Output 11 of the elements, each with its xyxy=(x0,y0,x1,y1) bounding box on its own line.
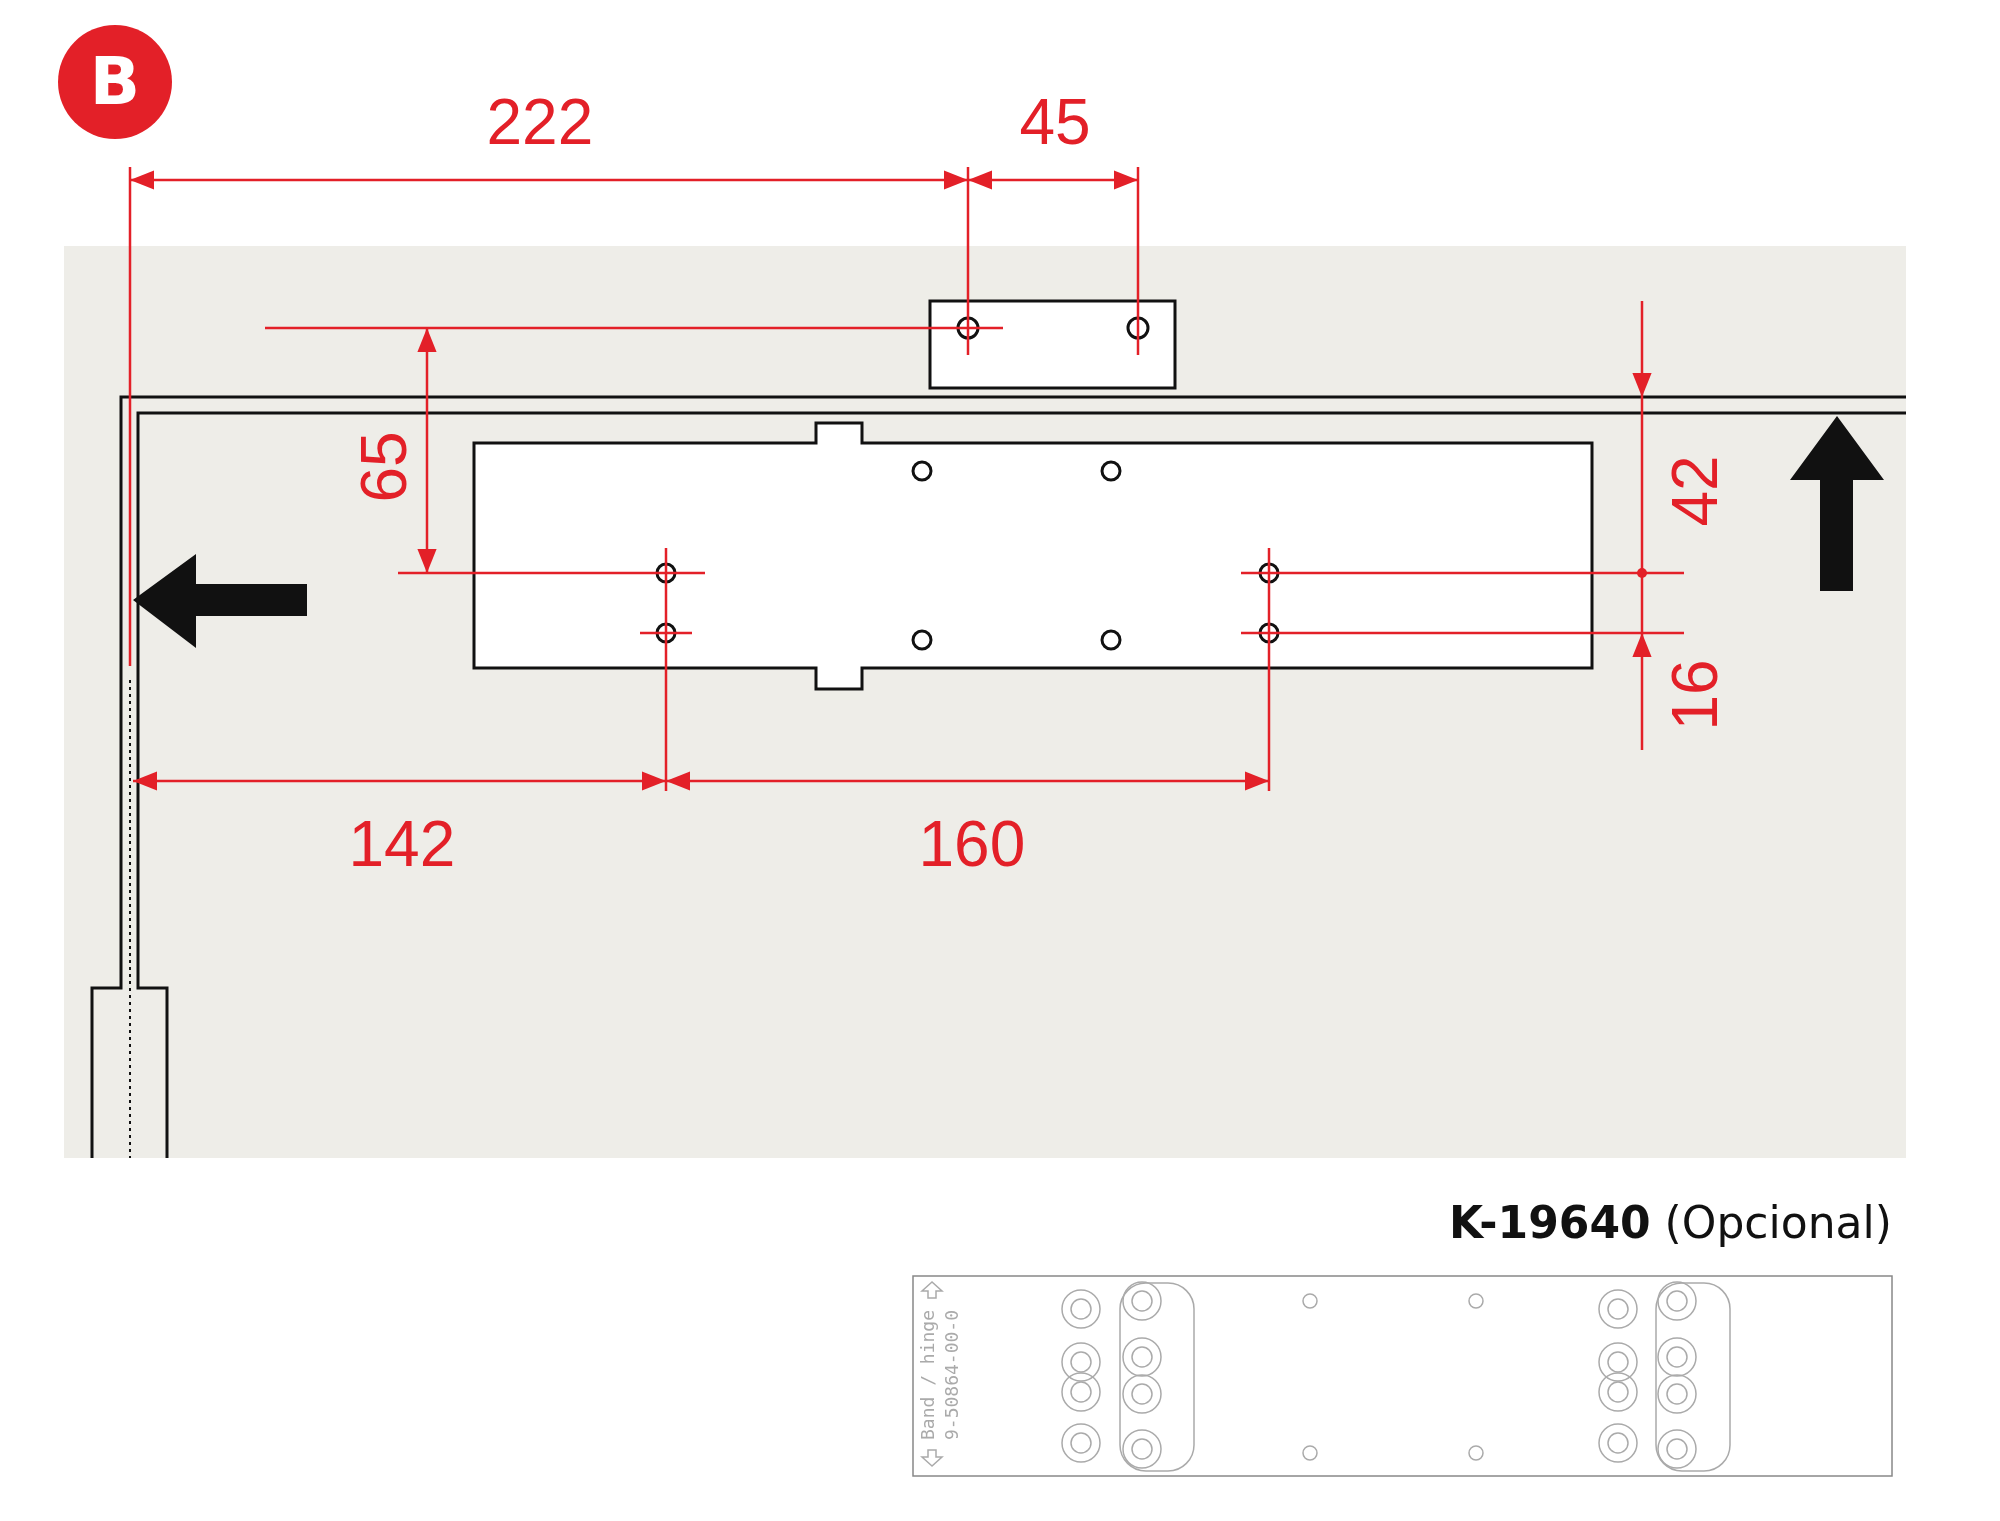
dimension-label: 160 xyxy=(918,812,1026,876)
part-caption: K-19640 (Opcional) xyxy=(1449,1201,1892,1245)
dimension-label: 42 xyxy=(1662,455,1727,527)
part-number: 9-50864-00-0 xyxy=(943,1310,961,1440)
dimension-label: 45 xyxy=(1019,90,1091,154)
dimension-label: 65 xyxy=(351,431,416,503)
section-letter: B xyxy=(89,49,141,115)
dimension-label: 222 xyxy=(486,90,594,154)
dimension-label: 142 xyxy=(348,812,456,876)
dimension-label: 16 xyxy=(1662,659,1727,731)
plate-marking: Band / hinge xyxy=(919,1310,937,1440)
